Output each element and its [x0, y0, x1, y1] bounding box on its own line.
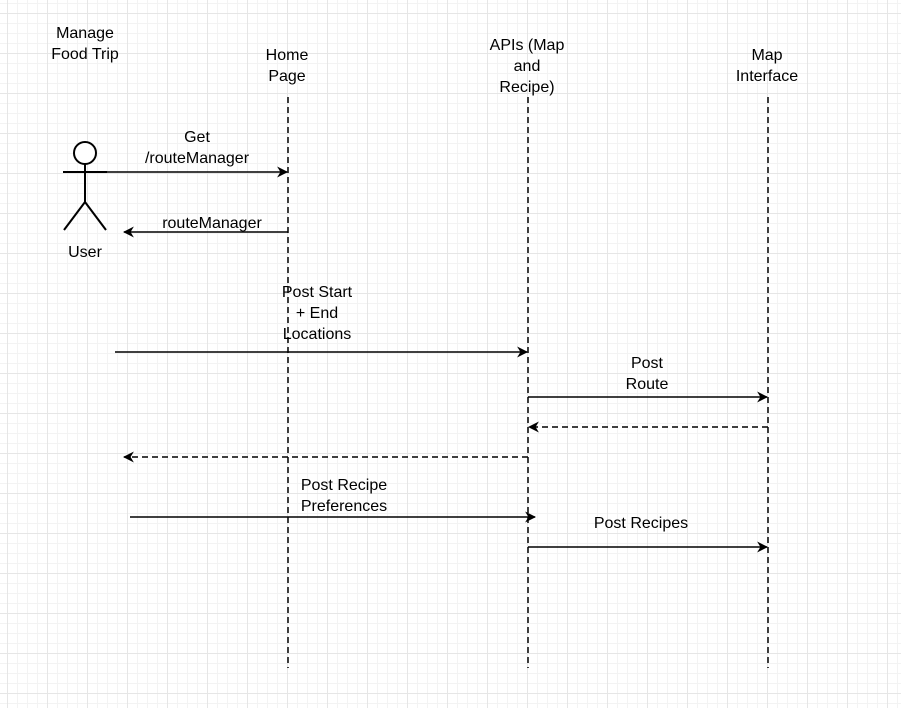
- home-page-lifeline-label: Home Page: [265, 47, 309, 85]
- post-recipes-label: Post Recipes: [593, 515, 689, 532]
- get-route-manager-label: Get /routeManager: [144, 129, 250, 167]
- map-interface-lifeline-label: Map Interface: [735, 47, 799, 85]
- apis-lifeline-label: APIs (Map and Recipe): [489, 37, 565, 96]
- user-actor-icon[interactable]: [63, 141, 107, 231]
- route-manager-return-label: routeManager: [162, 215, 262, 232]
- user-actor-label: User: [68, 244, 102, 261]
- post-recipe-preferences-label: Post Recipe Preferences: [300, 477, 388, 515]
- post-locations-label: Post Start + End Locations: [281, 284, 353, 343]
- diagram-title: Manage Food Trip: [51, 25, 119, 63]
- post-route-label: Post Route: [625, 355, 669, 393]
